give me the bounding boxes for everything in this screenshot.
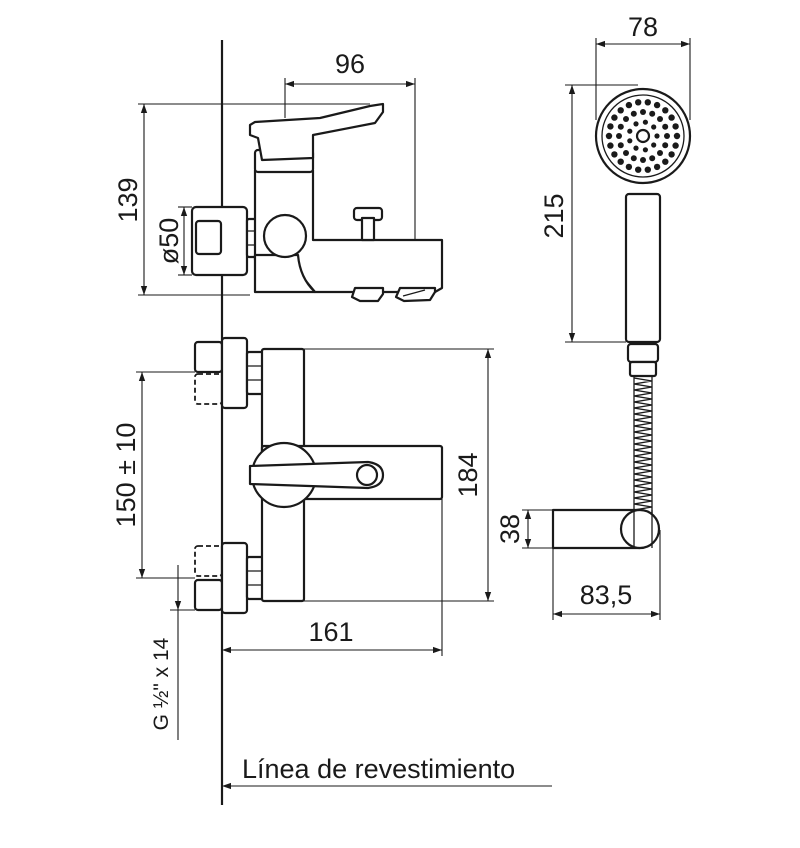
nozzle-hole: [664, 133, 670, 139]
dimension-holder-height: 38: [495, 509, 553, 549]
dimension-spout-length: 96: [284, 49, 416, 240]
nozzle-hole: [627, 138, 633, 144]
shower-hose: [633, 377, 653, 523]
hand-shower: [594, 87, 692, 523]
nozzle-hole: [657, 150, 663, 156]
label-78: 78: [628, 12, 658, 42]
label-150: 150 ± 10: [111, 423, 141, 528]
nozzle-hole: [617, 107, 624, 114]
label-connection: G ½" x 14: [150, 637, 173, 730]
nozzle-hole: [607, 123, 614, 130]
dimension-height: 139: [113, 103, 370, 296]
label-139: 139: [113, 177, 143, 222]
nozzle-hole: [640, 109, 646, 115]
nozzle-hole: [630, 110, 637, 117]
nozzle-hole: [649, 110, 656, 117]
nozzle-hole: [668, 151, 675, 158]
nozzle-hole: [635, 166, 642, 173]
nozzle-hole: [617, 123, 624, 130]
label-83-5: 83,5: [580, 580, 633, 610]
dimension-shower-length: 215: [539, 84, 638, 343]
nozzle-hole: [611, 114, 618, 121]
nozzle-hole: [653, 163, 661, 171]
dimension-shower-width: 78: [595, 12, 691, 120]
nozzle-hole: [668, 114, 675, 121]
nozzle-hole: [623, 116, 629, 122]
label-diameter: ø50: [154, 218, 184, 265]
mixer-side-view: [190, 102, 444, 303]
nozzle-hole: [673, 132, 681, 140]
label-184: 184: [453, 452, 483, 497]
nozzle-hole: [649, 155, 656, 162]
nozzle-hole: [644, 99, 651, 106]
dimension-inlet-spacing: 150 ± 10: [111, 371, 195, 579]
nozzle-hole: [657, 116, 663, 122]
nozzle-hole: [625, 163, 633, 171]
nozzle-hole: [662, 142, 669, 149]
nozzle-hole: [633, 145, 639, 151]
mixer-front-view: [193, 336, 444, 615]
nozzle-hole: [633, 121, 639, 127]
wall-line-label: Línea de revestimiento: [242, 754, 515, 784]
nozzle-hole: [623, 150, 629, 156]
label-161: 161: [308, 617, 353, 647]
dimension-projection: 161: [222, 499, 443, 656]
nozzle-hole: [630, 155, 637, 162]
dimension-diameter: ø50: [154, 206, 192, 276]
nozzle-hole: [611, 151, 618, 158]
shower-holder: [551, 508, 661, 550]
nozzle-hole: [662, 107, 669, 114]
wall-line-annotation: Línea de revestimiento: [222, 754, 552, 790]
nozzle-hole: [651, 142, 657, 148]
nozzle-hole: [640, 157, 646, 163]
shower-nozzles: [605, 99, 681, 173]
nozzle-hole: [607, 142, 614, 149]
nozzle-hole: [605, 132, 613, 140]
nozzle-hole: [627, 128, 633, 134]
nozzle-hole: [617, 142, 624, 149]
nozzle-hole: [672, 142, 679, 149]
label-96: 96: [335, 49, 365, 79]
nozzle-hole: [616, 133, 622, 139]
nozzle-hole: [672, 123, 679, 130]
nozzle-hole: [651, 124, 657, 130]
nozzle-hole: [617, 158, 624, 165]
dimension-holder-projection: 83,5: [552, 530, 661, 620]
dimension-body-height: 184: [304, 348, 494, 602]
nozzle-hole: [654, 133, 660, 139]
nozzle-hole: [653, 101, 661, 109]
nozzle-hole: [642, 119, 649, 125]
nozzle-hole: [662, 123, 669, 130]
nozzle-hole: [644, 166, 651, 173]
nozzle-hole: [662, 158, 669, 165]
label-38: 38: [495, 514, 525, 544]
dimension-connection: G ½" x 14: [150, 565, 195, 740]
nozzle-hole: [635, 99, 642, 106]
nozzle-hole: [642, 147, 649, 153]
nozzle-hole: [625, 101, 633, 109]
label-215: 215: [539, 193, 569, 238]
